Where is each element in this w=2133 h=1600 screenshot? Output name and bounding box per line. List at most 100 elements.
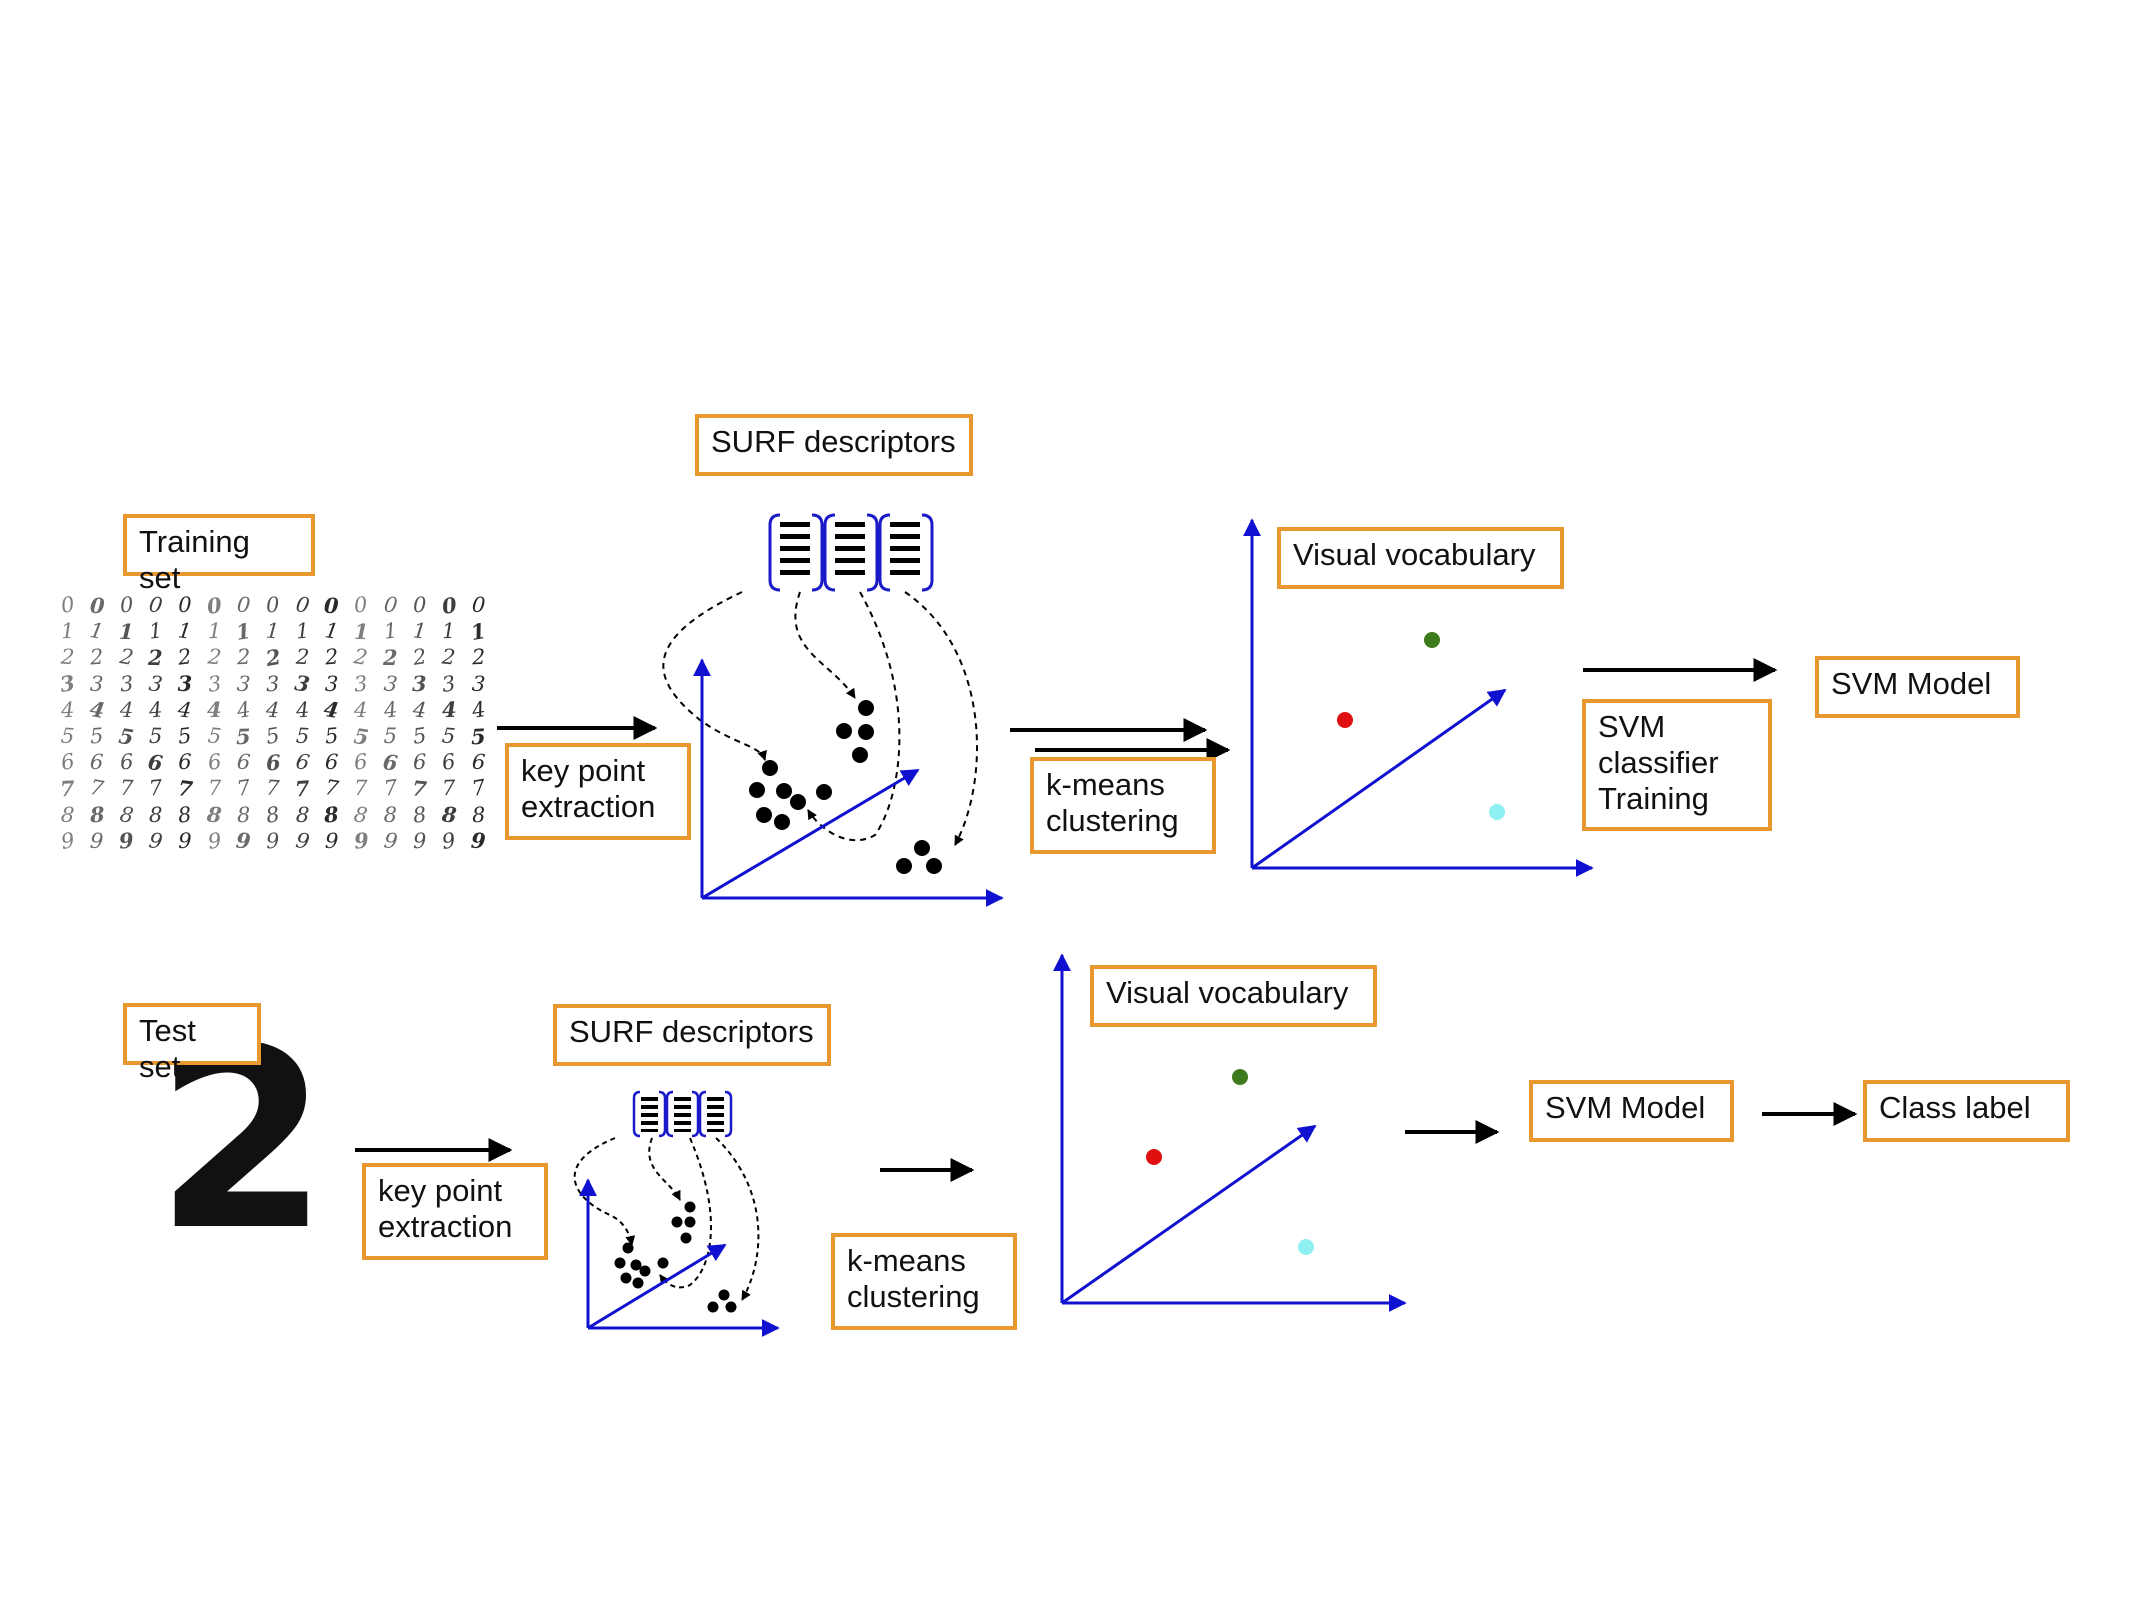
digit-sample: 7 <box>59 775 76 802</box>
digit-sample: 5 <box>148 723 163 749</box>
descriptor-vectors-test <box>632 1090 733 1138</box>
digit-sample: 4 <box>411 697 428 723</box>
digit-sample: 4 <box>322 696 341 724</box>
visual-vocabulary-label: Visual vocabulary <box>1277 527 1564 589</box>
digit-sample: 2 <box>236 645 251 670</box>
digit-sample: 8 <box>440 801 458 828</box>
digit-sample: 3 <box>147 670 164 697</box>
surf-descriptors-label: SURF descriptors <box>695 414 973 476</box>
digit-sample: 1 <box>88 618 106 645</box>
digit-sample: 6 <box>440 749 458 776</box>
digit-sample: 7 <box>235 775 253 802</box>
digit-sample: 9 <box>58 827 77 854</box>
digit-sample: 7 <box>88 775 106 802</box>
digit-sample: 0 <box>265 592 281 618</box>
digit-sample: 3 <box>177 671 193 697</box>
digit-sample: 1 <box>118 618 135 645</box>
descriptor-vector <box>768 513 824 592</box>
digit-sample: 4 <box>382 697 399 723</box>
keypoint-extraction-label: key point extraction <box>505 743 691 840</box>
digit-sample: 7 <box>119 776 134 801</box>
digit-sample: 2 <box>352 644 370 671</box>
feature-space-axes <box>693 658 1004 907</box>
digit-sample: 6 <box>265 749 281 776</box>
kmeans-clustering-label-test: k-means clustering <box>831 1233 1017 1330</box>
digit-sample: 1 <box>234 617 253 645</box>
svm-training-label: SVM classifier Training <box>1582 699 1772 831</box>
digit-sample: 8 <box>176 801 194 828</box>
digit-sample: 6 <box>146 748 165 776</box>
vocab-center-green <box>1424 632 1440 648</box>
descriptor-vector <box>878 513 934 592</box>
vocab-center-green <box>1232 1069 1248 1085</box>
digit-sample: 3 <box>440 670 458 697</box>
vocab-center-cyan <box>1489 804 1505 820</box>
digit-sample: 6 <box>412 750 427 775</box>
descriptor-mapping-arrows <box>662 591 979 846</box>
digit-sample: 4 <box>119 697 134 723</box>
visual-vocabulary-label-test: Visual vocabulary <box>1090 965 1377 1027</box>
digit-sample: 0 <box>470 592 486 618</box>
digit-sample: 7 <box>294 775 311 802</box>
digit-sample: 8 <box>383 802 398 827</box>
digit-sample: 1 <box>60 618 75 644</box>
digit-sample: 8 <box>148 802 163 827</box>
digit-sample: 9 <box>324 828 339 854</box>
digit-sample: 1 <box>147 618 164 644</box>
digit-sample: 5 <box>89 723 105 749</box>
digit-sample: 7 <box>323 775 341 802</box>
digit-sample: 1 <box>382 618 399 645</box>
feature-space-axes-test <box>579 1178 780 1337</box>
digit-sample: 5 <box>176 723 194 749</box>
digit-sample: 4 <box>176 697 194 723</box>
digit-sample: 2 <box>441 644 457 671</box>
svm-model-label: SVM Model <box>1815 656 2020 718</box>
vocabulary-space-axes-test <box>1053 953 1407 1312</box>
digit-sample: 6 <box>293 749 311 776</box>
digit-sample: 3 <box>292 670 312 698</box>
digit-sample: 3 <box>353 671 369 697</box>
digit-sample: 7 <box>207 776 222 801</box>
digit-sample: 5 <box>441 723 457 749</box>
digit-sample: 3 <box>235 671 252 697</box>
digit-sample: 3 <box>382 670 399 697</box>
digit-sample: 2 <box>206 644 223 671</box>
digit-sample: 4 <box>235 696 253 723</box>
digit-sample: 8 <box>264 801 282 828</box>
digit-sample: 8 <box>352 801 370 828</box>
digit-sample: 0 <box>353 592 369 618</box>
digit-sample: 6 <box>470 749 486 775</box>
digit-sample: 0 <box>147 592 164 618</box>
digit-sample: 1 <box>323 618 341 645</box>
digit-sample: 6 <box>381 748 400 776</box>
digit-sample: 6 <box>118 749 135 775</box>
digit-sample: 9 <box>265 828 281 854</box>
digit-sample: 4 <box>87 696 107 724</box>
digit-sample: 2 <box>60 645 76 670</box>
digit-sample: 0 <box>58 592 77 619</box>
digit-sample: 1 <box>411 618 428 644</box>
digit-sample: 7 <box>441 776 457 801</box>
digit-sample: 0 <box>439 591 459 619</box>
descriptor-vector <box>665 1090 700 1138</box>
digit-sample: 0 <box>235 592 252 618</box>
vocab-center-cyan <box>1298 1239 1314 1255</box>
digit-sample: 9 <box>235 827 253 854</box>
digit-sample: 9 <box>89 828 105 854</box>
digit-sample: 0 <box>118 592 135 618</box>
digit-sample: 7 <box>265 776 281 801</box>
digit-sample: 3 <box>89 671 105 697</box>
digit-sample: 9 <box>412 828 427 854</box>
digit-sample: 7 <box>147 775 164 802</box>
digit-sample: 7 <box>176 775 194 802</box>
digit-sample: 9 <box>352 827 370 855</box>
digit-sample: 2 <box>411 644 428 671</box>
vocabulary-space-axes <box>1243 518 1594 877</box>
digit-sample: 4 <box>60 697 75 723</box>
digit-sample: 3 <box>412 671 428 697</box>
digit-sample: 2 <box>295 645 310 670</box>
digit-sample: 9 <box>178 828 192 853</box>
digit-sample: 9 <box>470 827 487 854</box>
digit-sample: 6 <box>353 749 369 775</box>
